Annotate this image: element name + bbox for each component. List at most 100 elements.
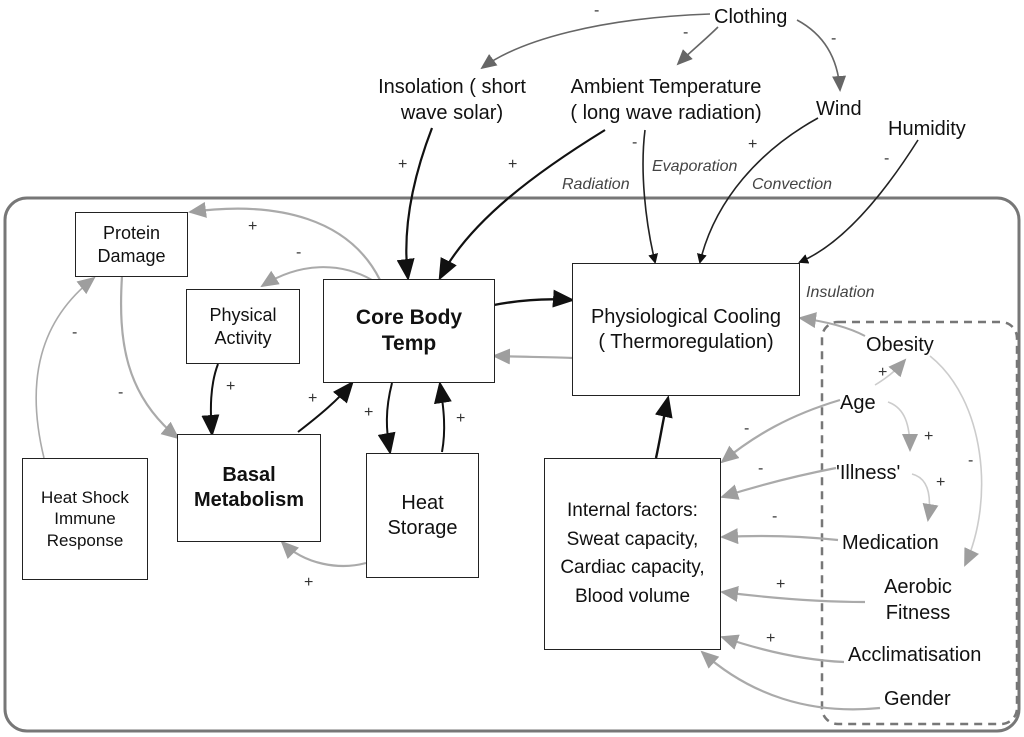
edge-obesity-aerobic — [929, 355, 983, 567]
heat-storage-line-2: Storage — [387, 516, 458, 539]
node-clothing: Clothing — [714, 6, 788, 28]
basal-line-1: Basal — [222, 464, 276, 486]
edge-label-convection: Convection — [752, 176, 833, 193]
insolation-line-2: wave solar) — [400, 102, 504, 124]
sign-age-internal: - — [744, 420, 750, 437]
sign-core-physical: - — [296, 244, 302, 261]
edge-basal-core — [297, 380, 354, 433]
sign-age-obesity: + — [878, 364, 888, 381]
sign-humidity-cooling: - — [884, 150, 890, 167]
edge-internal-cooling — [654, 395, 673, 459]
sign-obesity-aerobic: - — [968, 452, 974, 469]
edge-core-storage — [377, 382, 396, 455]
edge-protein-basal — [119, 275, 180, 440]
sign-acclimatisation-internal: + — [766, 630, 776, 647]
edge-age-obesity — [874, 358, 907, 386]
edge-heatshock-protein — [35, 276, 96, 459]
ambient-line-1: Ambient Temperature — [570, 76, 762, 98]
sign-age-illness: + — [924, 428, 934, 445]
edge-acclimatisation-internal — [720, 634, 845, 664]
edge-storage-basal — [280, 540, 367, 567]
node-internal-factors: Internal factors: Sweat capacity, Cardia… — [544, 458, 721, 650]
node-protein-damage: Protein Damage — [75, 212, 188, 277]
node-obesity: Obesity — [866, 334, 934, 356]
individual-factors-boundary — [820, 320, 1019, 726]
edge-aerobic-internal — [720, 586, 866, 604]
sign-storage-basal: + — [304, 574, 314, 591]
sign-insolation-core: + — [398, 156, 408, 173]
protein-line-1: Protein — [102, 223, 161, 243]
sign-aerobic-internal: + — [776, 576, 786, 593]
protein-line-2: Damage — [97, 245, 166, 266]
sign-illness-medication: + — [936, 474, 946, 491]
node-physiological-cooling: Physiological Cooling ( Thermoregulation… — [572, 263, 800, 396]
node-acclimatisation: Acclimatisation — [848, 644, 982, 666]
internal-line-2: Sweat capacity, — [566, 528, 699, 550]
ambient-line-2: ( long wave radiation) — [570, 102, 762, 124]
sign-illness-internal: - — [758, 460, 764, 477]
sign-ambient-cooling: - — [632, 134, 638, 151]
node-core-body-temp: Core Body Temp — [323, 279, 495, 383]
node-medication: Medication — [842, 532, 939, 554]
heat-shock-line-1: Heat Shock — [41, 488, 129, 508]
node-illness: 'Illness' — [836, 462, 901, 484]
edge-gender-internal — [700, 650, 881, 711]
node-insolation: Insolation ( short wave solar) — [352, 74, 552, 126]
insolation-line-1: Insolation ( short — [378, 76, 526, 98]
node-basal-metabolism: Basal Metabolism — [177, 434, 321, 542]
heat-storage-line-1: Heat — [401, 491, 444, 514]
sign-protein-basal: - — [118, 384, 124, 401]
sign-clothing-insolation: - — [594, 2, 600, 19]
physical-line-1: Physical — [209, 305, 277, 325]
node-wind: Wind — [816, 98, 862, 120]
edge-core-cooling — [493, 289, 575, 308]
edge-insolation-core — [396, 127, 434, 281]
sign-core-protein: + — [248, 218, 258, 235]
node-heat-shock-immune-response: Heat Shock Immune Response — [22, 458, 148, 580]
sign-physical-basal: + — [226, 378, 236, 395]
edge-clothing-wind — [796, 19, 847, 92]
cooling-line-2: ( Thermoregulation) — [598, 330, 774, 353]
edge-storage-core — [433, 381, 452, 453]
core-line-1: Core Body — [355, 305, 463, 329]
edge-illness-medication — [911, 473, 939, 522]
system-boundary — [3, 196, 1021, 733]
edge-physical-basal — [201, 363, 220, 437]
node-gender: Gender — [884, 688, 951, 710]
aerobic-line-2: Fitness — [885, 602, 951, 624]
heat-shock-line-3: Response — [46, 530, 124, 550]
sign-clothing-ambient: - — [683, 24, 689, 41]
edge-core-physical — [260, 266, 373, 288]
aerobic-line-1: Aerobic — [884, 576, 952, 598]
basal-line-2: Metabolism — [193, 489, 305, 511]
sign-clothing-wind: - — [831, 30, 837, 47]
sign-storage-core: + — [456, 410, 466, 427]
internal-line-1: Internal factors: — [567, 500, 698, 521]
edge-obesity-cooling — [798, 312, 866, 337]
heat-shock-line-2: Immune — [54, 509, 116, 529]
core-line-2: Temp — [381, 332, 437, 355]
edge-wind-cooling — [697, 117, 819, 264]
edge-age-internal — [720, 398, 841, 464]
node-ambient-temperature: Ambient Temperature ( long wave radiatio… — [548, 74, 784, 126]
edge-ambient-cooling — [642, 129, 659, 264]
internal-line-3: Cardiac capacity, — [560, 557, 705, 578]
edge-ambient-core — [438, 129, 606, 281]
physical-line-2: Activity — [214, 327, 272, 348]
cooling-line-1: Physiological Cooling — [590, 305, 782, 328]
edge-age-illness — [887, 401, 918, 452]
node-physical-activity: Physical Activity — [186, 289, 300, 364]
edge-cooling-core — [492, 348, 573, 365]
edge-illness-internal — [720, 466, 837, 500]
sign-core-storage: + — [364, 404, 374, 421]
edge-core-protein — [188, 201, 381, 281]
sign-wind-cooling: + — [748, 136, 758, 153]
edge-medication-internal — [720, 528, 839, 545]
edge-label-radiation: Radiation — [562, 176, 630, 193]
edge-clothing-ambient — [676, 26, 719, 66]
edge-clothing-insolation — [480, 13, 711, 70]
internal-line-4: Blood volume — [574, 585, 691, 607]
edge-humidity-cooling — [798, 139, 919, 264]
edge-label-evaporation: Evaporation — [652, 158, 738, 175]
